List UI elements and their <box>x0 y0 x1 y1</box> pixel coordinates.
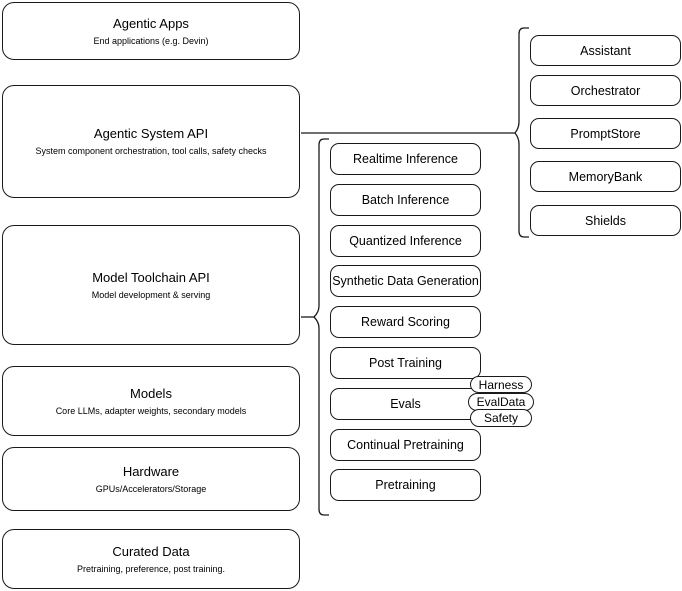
capability-realtime-inference[interactable]: Realtime Inference <box>330 143 481 175</box>
capability-label: Evals <box>390 397 421 411</box>
layer-subtitle: Pretraining, preference, post training. <box>76 563 226 574</box>
layer-title: Models <box>130 385 172 401</box>
layer-agentic-system-api[interactable]: Agentic System API System component orch… <box>2 85 300 198</box>
capability-label: Continual Pretraining <box>347 438 464 452</box>
component-promptstore[interactable]: PromptStore <box>530 118 681 149</box>
capability-label: Reward Scoring <box>361 315 450 329</box>
eval-pill-safety[interactable]: Safety <box>470 409 532 427</box>
layer-subtitle: GPUs/Accelerators/Storage <box>95 483 207 494</box>
brace-toolchain-capabilities <box>313 138 329 516</box>
component-shields[interactable]: Shields <box>530 205 681 236</box>
layer-model-toolchain-api[interactable]: Model Toolchain API Model development & … <box>2 225 300 345</box>
layer-title: Agentic Apps <box>113 15 189 31</box>
component-orchestrator[interactable]: Orchestrator <box>530 75 681 106</box>
layer-models[interactable]: Models Core LLMs, adapter weights, secon… <box>2 366 300 436</box>
layer-title: Curated Data <box>112 543 190 559</box>
layer-subtitle: End applications (e.g. Devin) <box>93 35 209 46</box>
capability-synthetic-data-generation[interactable]: Synthetic Data Generation <box>330 265 481 297</box>
component-assistant[interactable]: Assistant <box>530 35 681 66</box>
layer-title: Model Toolchain API <box>92 269 210 285</box>
brace-system-components <box>514 27 529 238</box>
component-label: PromptStore <box>570 126 641 141</box>
capability-label: Batch Inference <box>361 193 450 207</box>
eval-pill-harness[interactable]: Harness <box>470 376 532 393</box>
capability-label: Pretraining <box>375 478 436 492</box>
component-label: Assistant <box>580 43 631 58</box>
capability-quantized-inference[interactable]: Quantized Inference <box>330 225 481 257</box>
capability-evals[interactable]: Evals <box>330 388 481 420</box>
capability-batch-inference[interactable]: Batch Inference <box>330 184 481 216</box>
component-memorybank[interactable]: MemoryBank <box>530 161 681 192</box>
component-label: Orchestrator <box>570 83 641 98</box>
layer-hardware[interactable]: Hardware GPUs/Accelerators/Storage <box>2 447 300 511</box>
component-label: MemoryBank <box>568 169 643 184</box>
capability-continual-pretraining[interactable]: Continual Pretraining <box>330 429 481 461</box>
capability-reward-scoring[interactable]: Reward Scoring <box>330 306 481 338</box>
capability-label: Post Training <box>369 356 442 370</box>
layer-title: Hardware <box>122 463 180 479</box>
capability-pretraining[interactable]: Pretraining <box>330 469 481 501</box>
layer-subtitle: System component orchestration, tool cal… <box>35 146 267 156</box>
capability-label: Synthetic Data Generation <box>332 274 479 288</box>
layer-subtitle: Model development & serving <box>91 289 211 300</box>
capability-post-training[interactable]: Post Training <box>330 347 481 379</box>
layer-subtitle: Core LLMs, adapter weights, secondary mo… <box>55 405 247 416</box>
layer-title: Agentic System API <box>93 126 209 141</box>
component-label: Shields <box>585 213 626 228</box>
capability-label: Realtime Inference <box>353 152 458 166</box>
layer-curated-data[interactable]: Curated Data Pretraining, preference, po… <box>2 529 300 589</box>
layer-agentic-apps[interactable]: Agentic Apps End applications (e.g. Devi… <box>2 2 300 60</box>
capability-label: Quantized Inference <box>349 234 462 248</box>
